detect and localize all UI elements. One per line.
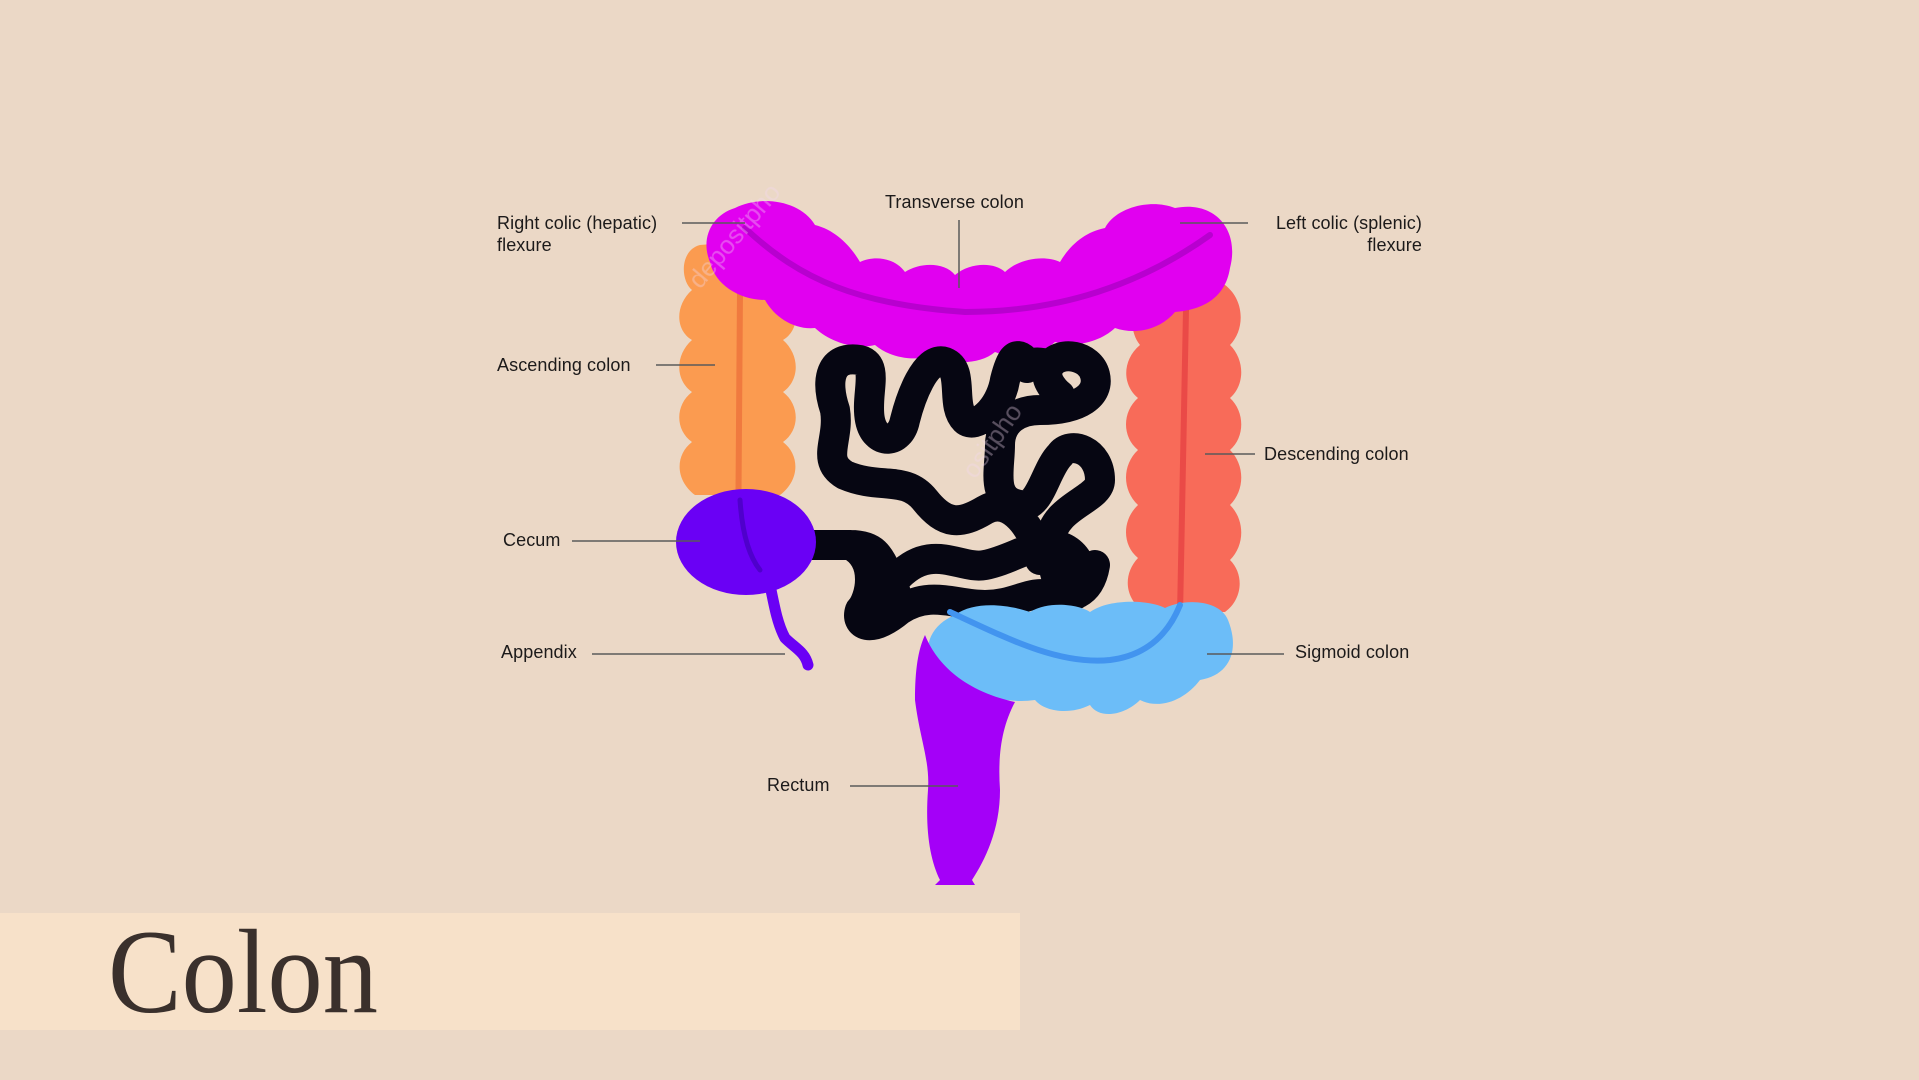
label-right-colic-flexure: Right colic (hepatic) flexure — [497, 212, 657, 256]
label-cecum: Cecum — [503, 530, 561, 550]
label-right-colic-flexure-line2: flexure — [497, 235, 552, 255]
page-title: Colon — [108, 905, 378, 1038]
descending-colon-shape — [1126, 280, 1242, 618]
label-rectum: Rectum — [767, 775, 830, 795]
rectum-shape — [915, 635, 1015, 885]
transverse-colon-shape — [706, 201, 1233, 363]
title-band: Colon — [0, 905, 1020, 1038]
small-intestine-shape — [790, 341, 1115, 641]
label-descending-colon: Descending colon — [1264, 444, 1409, 464]
label-left-colic-flexure-line2: flexure — [1367, 235, 1422, 255]
label-sigmoid-colon: Sigmoid colon — [1295, 642, 1410, 662]
leader-lines — [572, 220, 1284, 787]
label-left-colic-flexure-line1: Left colic (splenic) — [1275, 213, 1422, 233]
label-appendix: Appendix — [501, 642, 577, 662]
label-right-colic-flexure-line1: Right colic (hepatic) — [497, 213, 658, 233]
cecum-shape — [676, 489, 816, 595]
appendix-shape — [764, 579, 814, 671]
label-ascending-colon: Ascending colon — [497, 355, 631, 375]
label-transverse-colon: Transverse colon — [885, 192, 1024, 212]
sigmoid-colon-shape — [927, 601, 1233, 715]
label-left-colic-flexure: Left colic (splenic) flexure — [1276, 212, 1422, 256]
